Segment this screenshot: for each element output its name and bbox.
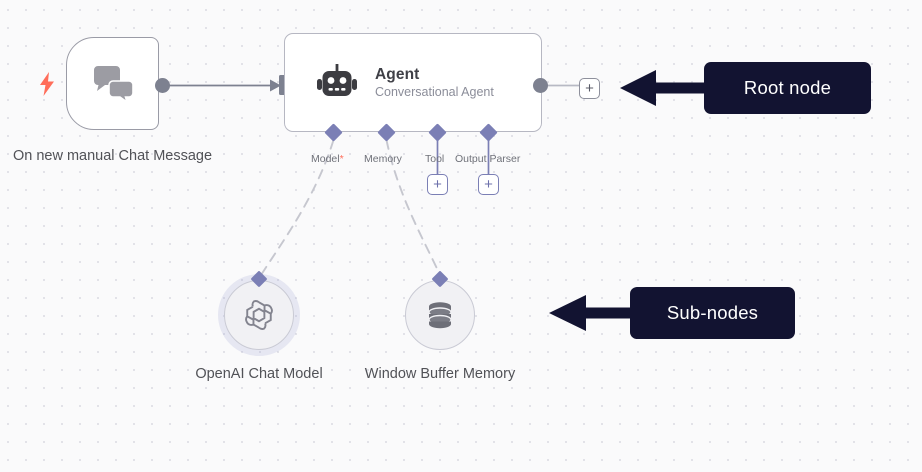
callout-arrow-root: [620, 70, 706, 106]
chat-bubbles-icon: [93, 65, 134, 102]
agent-node-title: Agent: [375, 66, 420, 83]
node-openai-chat-model[interactable]: OpenAI Chat Model: [195, 270, 323, 382]
node-label-window-buffer-memory: Window Buffer Memory: [364, 366, 516, 382]
database-icon: [428, 302, 452, 329]
agent-port-label-model: Model*: [311, 153, 344, 165]
callout-sub-nodes: Sub-nodes: [630, 287, 795, 339]
node-label-openai-chat-model: OpenAI Chat Model: [195, 366, 323, 382]
callout-arrow-subnodes: [549, 295, 632, 331]
trigger-output-port[interactable]: [155, 78, 170, 93]
agent-node-subtitle: Conversational Agent: [375, 85, 494, 99]
node-on-new-manual-chat-message[interactable]: [66, 37, 159, 130]
node-label-trigger: On new manual Chat Message: [12, 148, 213, 164]
callout-root-node: Root node: [704, 62, 871, 114]
add-node-after-agent-button[interactable]: +: [579, 78, 600, 99]
add-output-parser-node-button[interactable]: +: [478, 174, 499, 195]
required-marker-icon: *: [339, 153, 344, 165]
node-window-buffer-memory[interactable]: Window Buffer Memory: [365, 270, 515, 382]
agent-port-label-output-parser: Output Parser: [455, 153, 521, 165]
memory-node-circle[interactable]: [405, 280, 475, 350]
trigger-bolt-icon: [39, 72, 55, 96]
agent-port-label-tool: Tool: [425, 153, 445, 165]
agent-port-label-memory: Memory: [364, 153, 402, 165]
add-tool-node-button[interactable]: +: [427, 174, 448, 195]
node-agent[interactable]: Agent Conversational Agent: [284, 33, 542, 132]
agent-output-port[interactable]: [533, 78, 548, 93]
robot-icon: [317, 63, 357, 96]
